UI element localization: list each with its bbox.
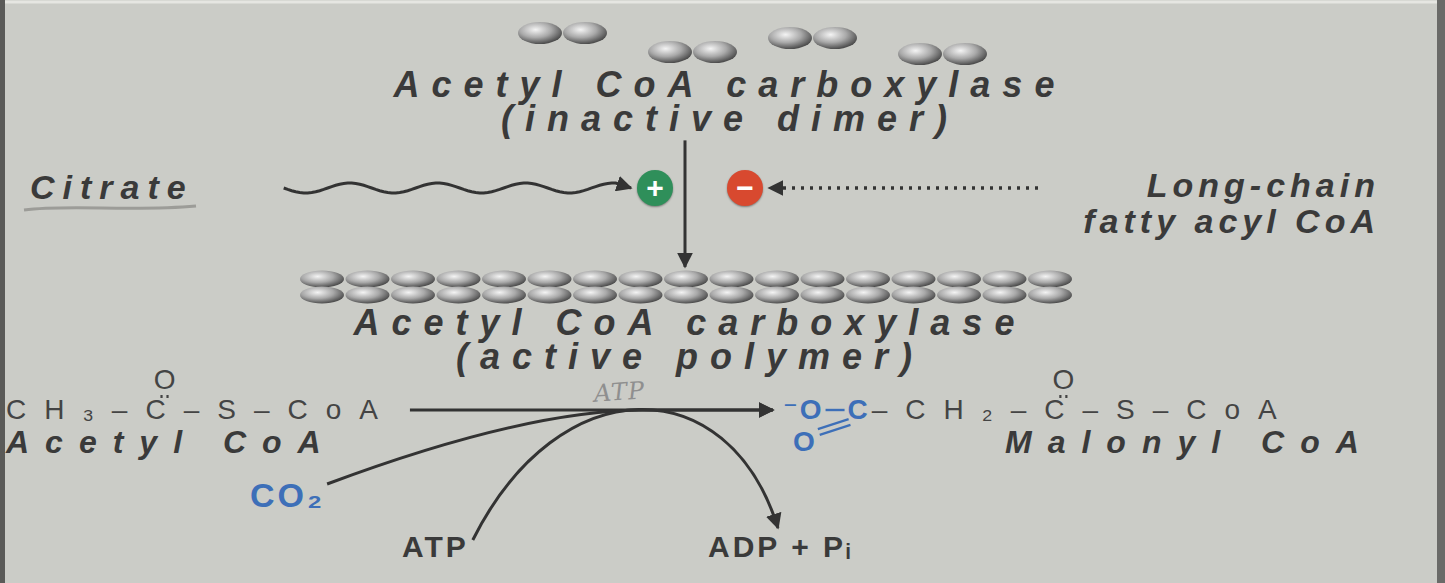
subunit (755, 287, 799, 304)
subunit (937, 271, 981, 288)
subunit (300, 287, 344, 304)
subunit (391, 271, 435, 288)
subunit (563, 22, 607, 44)
pencil-underline (24, 206, 196, 210)
subunit (482, 271, 526, 288)
enzyme-label: Acetyl CoA carboxylase(inactive dimer) (394, 68, 1067, 136)
frame-edge (5, 1, 1437, 4)
subunit (437, 271, 481, 288)
enzyme-polymer: Acetyl CoA carboxylase(active polymer) (300, 270, 1080, 374)
node-text: ADP + Pᵢ (708, 532, 853, 562)
activator-label: Citrate (30, 170, 194, 204)
node-text: O (154, 366, 176, 394)
node-text: + (646, 173, 664, 203)
subunit (619, 287, 663, 304)
subunit (648, 41, 692, 63)
subunit (892, 287, 936, 304)
node-text: Citrate (30, 170, 194, 204)
subunit (937, 287, 981, 304)
subunit (1028, 287, 1072, 304)
bond-line (826, 409, 845, 411)
subunit (943, 43, 987, 65)
subunit (898, 43, 942, 65)
subunit (300, 271, 344, 288)
bond-line (820, 425, 851, 435)
subunit (528, 287, 572, 304)
reaction-arrow (684, 140, 687, 267)
subunit (710, 271, 754, 288)
node-text: ⁻O (783, 396, 824, 424)
subunit (664, 271, 708, 288)
subunit (437, 287, 481, 304)
subunit (664, 287, 708, 304)
node-text: CH₃–C–S–CoA (6, 396, 396, 424)
subunit (846, 287, 890, 304)
subunit (391, 287, 435, 304)
cofactor-label: ATP (402, 532, 469, 562)
inhibition-sign: − (727, 170, 763, 206)
subunit (619, 271, 663, 288)
subunit (346, 271, 390, 288)
inhibitor-label: Long-chain fatty acyl CoA (1050, 168, 1380, 239)
product-formula: O⁻OC–CH₂–C–S–CoAOMalonyl CoA (775, 366, 1385, 462)
subunit (573, 287, 617, 304)
node-text: O (1052, 366, 1074, 394)
subunit (755, 271, 799, 288)
node-text: O (793, 428, 817, 456)
node-text: (active polymer) (300, 340, 1080, 374)
node-text: Malonyl CoA (1005, 426, 1375, 458)
subunit (1028, 271, 1072, 288)
polymer-illustration (300, 270, 1080, 304)
node-text: ATP (402, 532, 469, 562)
node-text: Acetyl CoA carboxylase (300, 306, 1080, 340)
substrate-formula: OCH₃–C–S–CoAAcetyl CoA (6, 366, 406, 462)
subunit (346, 287, 390, 304)
node-text: Long-chain fatty acyl CoA (1050, 168, 1380, 239)
handwritten-note: ATP (593, 376, 646, 408)
subunit (892, 271, 936, 288)
node-text: CO₂ (250, 478, 325, 512)
reaction-arrow (284, 183, 631, 193)
subunit (801, 287, 845, 304)
cosubstrate-label: CO₂ (250, 478, 325, 512)
node-text: Acetyl CoA (6, 426, 337, 458)
subunit (482, 287, 526, 304)
subunit (846, 271, 890, 288)
subunit (801, 271, 845, 288)
node-text: Acetyl CoA carboxylase (394, 68, 1067, 102)
frame-edge (1437, 0, 1445, 583)
activation-sign: + (637, 170, 673, 206)
subunit (768, 27, 812, 49)
subunit (983, 271, 1027, 288)
reaction-arrow (769, 186, 1038, 190)
node-text: –CH₂–C–S–CoA (872, 396, 1295, 424)
subunit (710, 287, 754, 304)
subunit (693, 41, 737, 63)
subunit (518, 22, 562, 44)
inactive-dimers (518, 22, 987, 65)
cofactor-product-label: ADP + Pᵢ (708, 532, 853, 562)
subunit (528, 271, 572, 288)
reaction-arrow (473, 409, 778, 540)
subunit (573, 271, 617, 288)
subunit (813, 27, 857, 49)
node-text: C (848, 396, 870, 424)
node-text: (inactive dimer) (394, 102, 1067, 136)
frame-edge (0, 0, 5, 583)
node-text: − (736, 173, 754, 203)
subunit (983, 287, 1027, 304)
